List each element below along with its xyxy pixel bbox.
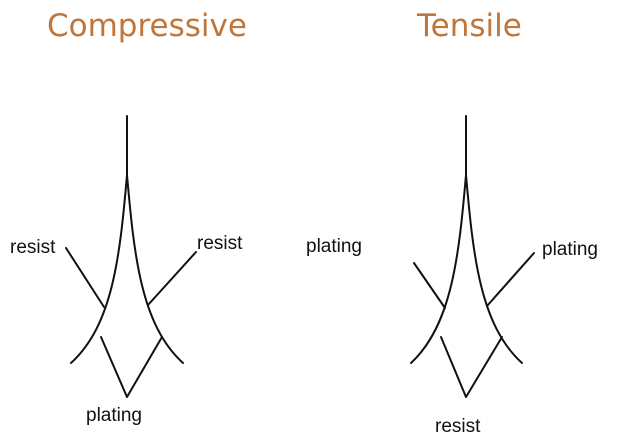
tensile-resist-diamond bbox=[440, 336, 503, 398]
compressive-left-cusp-curve bbox=[70, 174, 128, 364]
compressive-bottom-label: plating bbox=[86, 405, 142, 426]
compressive-diagram bbox=[65, 115, 197, 398]
tensile-title: Tensile bbox=[417, 8, 522, 44]
tensile-diagram bbox=[410, 115, 535, 398]
tensile-left-label: plating bbox=[306, 236, 362, 257]
compressive-right-leader bbox=[147, 251, 197, 306]
compressive-left-leader bbox=[65, 247, 105, 308]
tensile-left-leader bbox=[413, 262, 446, 309]
tensile-right-label: plating bbox=[542, 239, 598, 260]
tensile-right-cusp-curve bbox=[465, 174, 523, 364]
compressive-right-label: resist bbox=[197, 233, 243, 254]
compressive-title: Compressive bbox=[47, 8, 247, 44]
tensile-bottom-label: resist bbox=[435, 416, 481, 437]
compressive-left-label: resist bbox=[10, 237, 56, 258]
tensile-right-leader bbox=[486, 252, 535, 307]
compressive-right-cusp-curve bbox=[126, 174, 184, 364]
tensile-left-cusp-curve bbox=[410, 174, 467, 364]
compressive-plating-diamond bbox=[100, 336, 163, 398]
